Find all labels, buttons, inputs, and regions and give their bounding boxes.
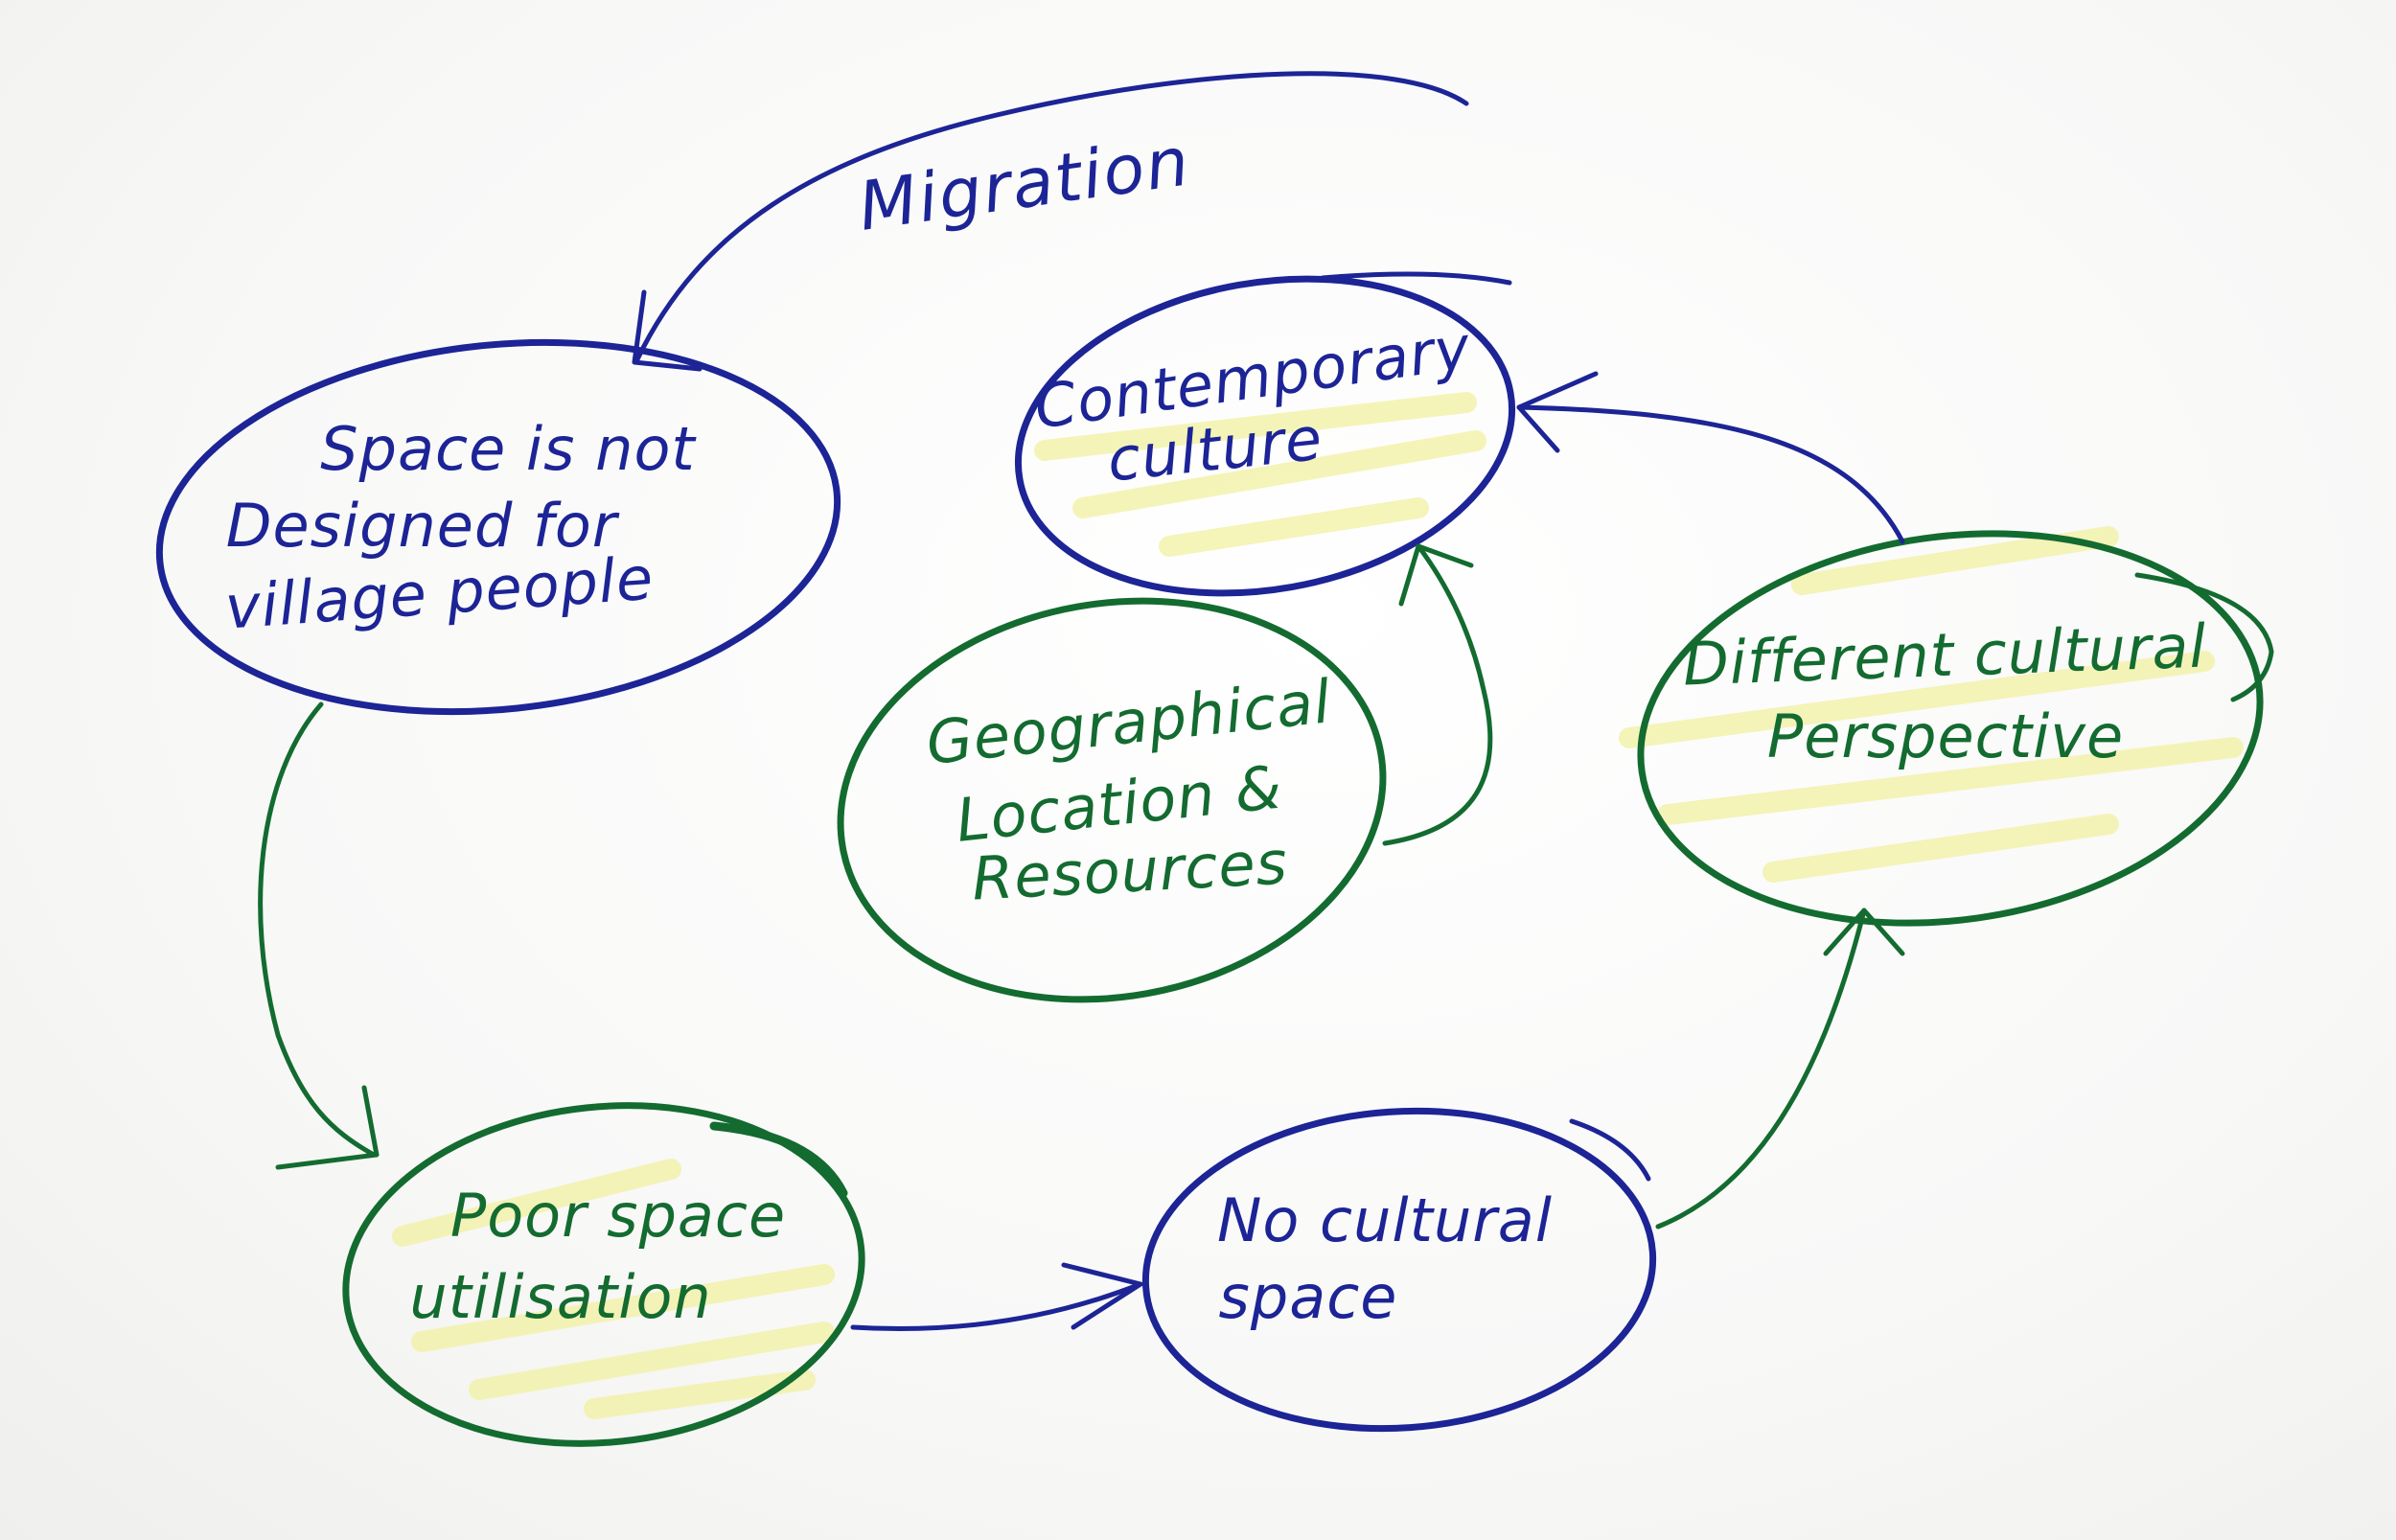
- edge-geographical-to-contemporary-arrowhead: [1398, 543, 1474, 607]
- edge-nocultural-to-different-arrowhead: [1823, 908, 1905, 956]
- node-geographical-label-line-3: Resources: [970, 827, 1289, 913]
- node-poor-label-line-2: utilisation: [409, 1262, 711, 1332]
- edge-space-to-poor-arrowhead: [275, 1085, 380, 1170]
- edge-nocultural-to-different-curve: [1655, 908, 1867, 1230]
- highlight-mark: [1072, 430, 1486, 518]
- highlight-mark: [1619, 651, 2215, 748]
- edge-poor-to-nocultural-arrowhead: [1061, 1262, 1143, 1330]
- edges: [258, 71, 1905, 1332]
- contemporary-overdraw-stroke: [1320, 271, 1512, 286]
- edge-different-to-contemporary-curve: [1516, 404, 1905, 544]
- node-different-label-line-2: Perspective: [1767, 701, 2124, 771]
- node-space-ellipse[interactable]: [141, 310, 856, 744]
- edge-poor-to-nocultural-curve: [850, 1281, 1143, 1332]
- highlight-mark: [392, 1159, 681, 1247]
- node-poor-ellipse[interactable]: [329, 1081, 879, 1469]
- highlight-mark: [1159, 497, 1429, 557]
- highlight-mark: [1762, 814, 2119, 883]
- edge-space-to-poor-curve: [258, 701, 377, 1158]
- node-different-label-line-1: Different cultural: [1682, 610, 2208, 699]
- edge-migration-arrowhead: [632, 289, 703, 372]
- edge-migration-curve: [634, 71, 1469, 362]
- node-space-label-line-2: Designed for: [226, 491, 620, 561]
- node-contemporary-ellipse[interactable]: [993, 241, 1537, 630]
- highlight-mark: [1791, 526, 2119, 595]
- highlight-mark: [1657, 737, 2244, 825]
- poor-overdraw-stroke: [709, 1121, 848, 1198]
- highlight-mark: [469, 1322, 835, 1400]
- different-overdraw-stroke: [2134, 572, 2274, 702]
- node-nocultural-label-line-2: space: [1219, 1262, 1398, 1332]
- node-space-label-line-1: Space is not: [320, 414, 697, 484]
- edge-geographical-to-contemporary-curve: [1382, 543, 1493, 846]
- node-poor-label-line-1: Poor space: [450, 1181, 786, 1251]
- node-geographical-ellipse[interactable]: [809, 560, 1416, 1042]
- node-different-ellipse[interactable]: [1615, 495, 2285, 962]
- highlight-mark: [1034, 392, 1477, 461]
- highlight-mark: [411, 1264, 835, 1352]
- edge-different-to-contemporary-arrowhead: [1516, 371, 1599, 453]
- highlight-mark: [584, 1369, 816, 1419]
- node-nocultural-ellipse[interactable]: [1135, 1094, 1664, 1445]
- node-labels: Space is not Designed for village people…: [223, 312, 2208, 1332]
- node-ellipses: [141, 241, 2285, 1469]
- nocultural-overdraw-stroke: [1569, 1118, 1651, 1182]
- highlighter-marks: [392, 392, 2244, 1419]
- node-nocultural-label-line-1: No cultural: [1217, 1185, 1553, 1255]
